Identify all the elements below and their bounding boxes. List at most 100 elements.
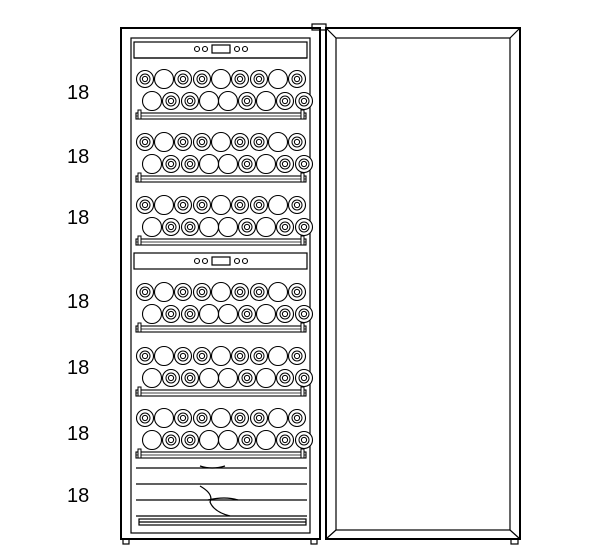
bottle-base [217,429,239,451]
bottle-base [153,407,175,429]
lower-control-panel [133,252,308,270]
lower-panel-frame [133,252,308,270]
bottle-neck [230,195,250,215]
bottle-neck [275,91,295,111]
bottle-neck [275,154,295,174]
bottle-base [267,68,289,90]
wine-shelf [135,281,314,333]
control-button [201,45,209,53]
bottle-base [267,407,289,429]
bottle-base [267,345,289,367]
bottle-base [153,131,175,153]
bottle-base [255,303,277,325]
bottle-base [198,367,220,389]
bottle-neck [161,154,181,174]
door-glass-panel [335,37,511,531]
bottle-base [210,407,232,429]
shelf-bracket-right [300,109,305,120]
bottle-neck [237,217,257,237]
bottle-base [210,68,232,90]
shelf-bracket-left [137,386,142,397]
bottle-base [198,90,220,112]
bottle-neck [192,408,212,428]
bottle-neck [275,217,295,237]
bottle-base [255,153,277,175]
cabinet-outer-frame [120,27,321,540]
bottle-neck [287,282,307,302]
bottle-neck [237,368,257,388]
wine-shelf [135,194,314,246]
shelf-bracket-right [300,235,305,246]
bottle-neck [135,132,155,152]
shelf-bracket-left [137,235,142,246]
bottle-base [198,153,220,175]
bottle-neck [287,132,307,152]
bottle-neck [180,154,200,174]
bottle-base [153,194,175,216]
bottle-neck [161,304,181,324]
shelf-bracket-left [137,322,142,333]
wine-shelf [135,68,314,120]
shelf-bracket-right [300,386,305,397]
bottle-neck [173,132,193,152]
bottle-base [255,367,277,389]
right-foot [310,538,318,545]
bottle-base [141,367,163,389]
bottle-base [153,345,175,367]
bottle-base [255,216,277,238]
shelf-bracket-left [137,109,142,120]
bottle-neck [249,69,269,89]
bottle-neck [275,368,295,388]
bottle-neck [294,368,314,388]
bottle-neck [192,195,212,215]
temperature-display [211,44,231,54]
bottle-neck [135,408,155,428]
wine-shelf [135,345,314,397]
bottom-display-rack [136,465,307,526]
bottle-neck [173,195,193,215]
bottle-base [153,281,175,303]
bottle-neck [173,282,193,302]
control-button [233,257,241,265]
bottle-base [210,281,232,303]
bottle-neck [249,408,269,428]
bottle-neck [135,69,155,89]
control-button [233,45,241,53]
bottle-neck [287,195,307,215]
capacity-label-shelf-4: 18 [67,291,89,313]
control-button [201,257,209,265]
capacity-label-shelf-1: 18 [67,82,89,104]
bottle-neck [275,430,295,450]
capacity-labels: 18 18 18 18 18 18 18 [67,82,89,507]
bottle-neck [237,430,257,450]
bottle-neck [249,282,269,302]
bottle-base [255,429,277,451]
bottle-neck [294,217,314,237]
bottle-neck [287,346,307,366]
bottle-base [217,367,239,389]
bottle-neck [135,195,155,215]
bottle-neck [230,408,250,428]
capacity-label-shelf-5: 18 [67,357,89,379]
bottle-base [141,429,163,451]
bottle-neck [180,217,200,237]
bottle-neck [249,346,269,366]
bottle-neck [237,304,257,324]
bottle-base [198,216,220,238]
bottle-base [141,90,163,112]
bottle-base [217,303,239,325]
control-button [241,45,249,53]
control-button [193,257,201,265]
bottle-neck [237,91,257,111]
bottle-base [141,153,163,175]
bottle-base [217,153,239,175]
door-foot [510,538,519,545]
cabinet [120,23,327,545]
door-outer-frame [325,27,521,540]
shelf-bracket-right [300,172,305,183]
capacity-label-shelf-2: 18 [67,146,89,168]
bottle-neck [275,304,295,324]
bottle-neck [173,408,193,428]
bottle-neck [180,430,200,450]
